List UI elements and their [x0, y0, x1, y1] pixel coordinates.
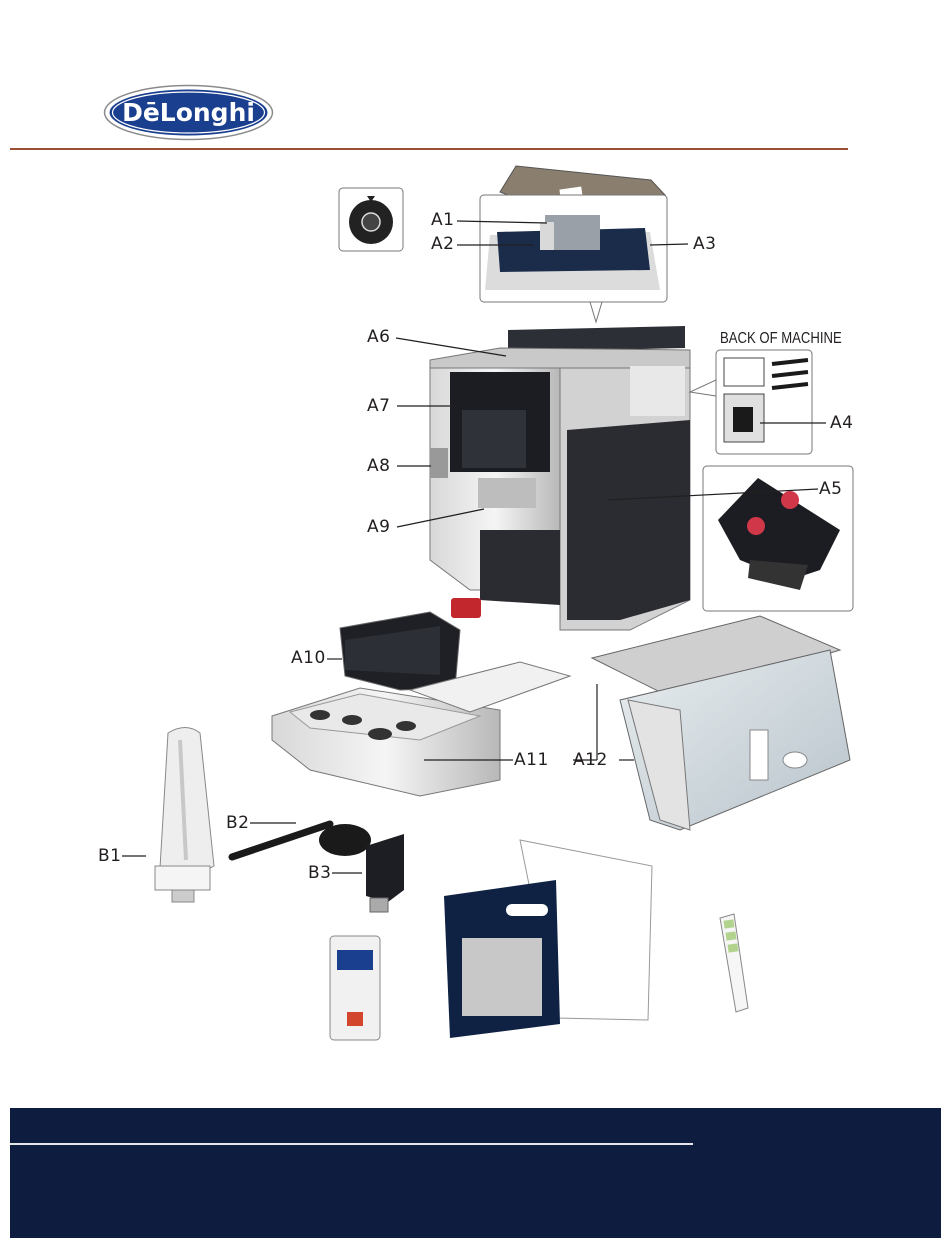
water-filter	[155, 728, 214, 903]
top-compartment-inset	[480, 195, 667, 322]
water-tank	[592, 616, 850, 830]
callout-a3: A3	[693, 236, 716, 253]
callout-a10: A10	[291, 650, 326, 667]
footer-rule	[10, 1143, 693, 1145]
callout-a8: A8	[367, 458, 390, 475]
callout-a12: A12	[573, 752, 608, 769]
footer-band	[10, 1108, 941, 1238]
coffee-machine-body	[430, 326, 690, 630]
callout-a6: A6	[367, 329, 390, 346]
callout-b3: B3	[308, 865, 331, 882]
callout-a11: A11	[514, 752, 549, 769]
callout-a1: A1	[431, 212, 454, 229]
callout-a2: A2	[431, 236, 454, 253]
red-drip-cap	[451, 598, 481, 618]
get-started-booklet	[444, 840, 652, 1038]
callout-a4: A4	[830, 415, 853, 432]
test-strip	[720, 914, 748, 1012]
milk-part-b3	[366, 834, 404, 912]
measuring-scoop	[232, 824, 371, 857]
callout-b2: B2	[226, 815, 249, 832]
grounds-container	[340, 612, 460, 690]
descaler-pack	[330, 936, 380, 1040]
grinder-knob-inset	[339, 188, 403, 251]
callout-a5: A5	[819, 481, 842, 498]
callout-a7: A7	[367, 398, 390, 415]
back-of-machine-label: BACK OF MACHINE	[720, 330, 842, 348]
back-of-machine-inset	[690, 350, 812, 454]
callout-a9: A9	[367, 519, 390, 536]
callout-b1: B1	[98, 848, 121, 865]
